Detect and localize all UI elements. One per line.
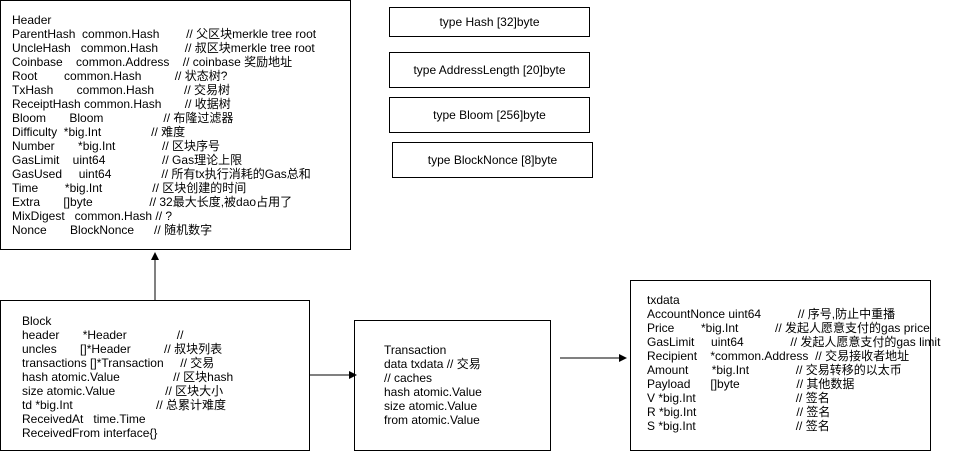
transaction-field-size: size atomic.Value (384, 399, 478, 413)
txdata-field-s: S *big.Int // 签名 (647, 419, 830, 433)
transaction-struct-box: Transaction data txdata // 交易 // caches … (354, 320, 551, 451)
txdata-field-payload: Payload []byte // 其他数据 (647, 377, 855, 391)
type-hash-label: type Hash [32]byte (439, 15, 540, 29)
txdata-struct-title: txdata (647, 293, 680, 307)
txdata-field-accountnonce: AccountNonce uint64 // 序号,防止中重播 (647, 307, 896, 321)
txdata-struct-box: txdata AccountNonce uint64 // 序号,防止中重播 P… (630, 280, 940, 451)
transaction-struct-text: Transaction data txdata // 交易 // caches … (384, 343, 482, 427)
block-field-receivedat: ReceivedAt time.Time (22, 412, 146, 426)
block-field-receivedfrom: ReceivedFrom interface{} (22, 426, 158, 440)
block-field-header: header *Header // (22, 328, 184, 342)
block-struct-title: Block (22, 314, 52, 328)
block-field-hash: hash atomic.Value // 区块hash (22, 370, 234, 384)
block-struct-text: Block header *Header // uncles []*Header… (22, 314, 233, 440)
type-bloom-label: type Bloom [256]byte (433, 108, 546, 122)
header-field-mixdigest: MixDigest common.Hash // ? (12, 209, 173, 223)
transaction-field-hash: hash atomic.Value (384, 385, 482, 399)
header-field-difficulty: Difficulty *big.Int // 难度 (12, 125, 186, 139)
type-addresslength-label: type AddressLength [20]byte (413, 63, 566, 77)
header-struct-box: Header ParentHash common.Hash // 父区块merk… (0, 0, 351, 250)
type-addresslength-box: type AddressLength [20]byte (389, 52, 590, 88)
header-field-receipthash: ReceiptHash common.Hash // 收据树 (12, 97, 231, 111)
transaction-field-data: data txdata // 交易 (384, 357, 481, 371)
header-field-time: Time *big.Int // 区块创建的时间 (12, 181, 247, 195)
header-field-unclehash: UncleHash common.Hash // 叔区块merkle tree … (12, 41, 315, 55)
block-struct-box: Block header *Header // uncles []*Header… (0, 300, 310, 451)
header-field-nonce: Nonce BlockNonce // 随机数字 (12, 223, 213, 237)
header-field-root: Root common.Hash // 状态树? (12, 69, 228, 83)
block-field-uncles: uncles []*Header // 叔块列表 (22, 342, 223, 356)
header-struct-text: Header ParentHash common.Hash // 父区块merk… (12, 13, 316, 237)
header-field-number: Number *big.Int // 区块序号 (12, 139, 221, 153)
header-field-gaslimit: GasLimit uint64 // Gas理论上限 (12, 153, 243, 167)
txdata-field-price: Price *big.Int // 发起人愿意支付的gas price (647, 321, 930, 335)
block-field-td: td *big.Int // 总累计难度 (22, 398, 227, 412)
txdata-field-r: R *big.Int // 签名 (647, 405, 831, 419)
txdata-field-v: V *big.Int // 签名 (647, 391, 830, 405)
type-hash-box: type Hash [32]byte (389, 7, 590, 37)
transaction-struct-title: Transaction (384, 343, 447, 357)
header-struct-title: Header (12, 13, 52, 27)
header-field-bloom: Bloom Bloom // 布隆过滤器 (12, 111, 234, 125)
transaction-field-from: from atomic.Value (384, 413, 480, 427)
header-field-gasused: GasUsed uint64 // 所有tx执行消耗的Gas总和 (12, 167, 311, 181)
txdata-struct-text: txdata AccountNonce uint64 // 序号,防止中重播 P… (647, 293, 940, 433)
header-field-extra: Extra []byte // 32最大长度,被dao占用了 (12, 195, 293, 209)
block-field-transactions: transactions []*Transaction // 交易 (22, 356, 215, 370)
header-field-txhash: TxHash common.Hash // 交易树 (12, 83, 231, 97)
txdata-field-amount: Amount *big.Int // 交易转移的以太币 (647, 363, 902, 377)
type-blocknonce-box: type BlockNonce [8]byte (392, 142, 593, 178)
txdata-field-gaslimit: GasLimit uint64 // 发起人愿意支付的gas limit (647, 335, 941, 349)
type-blocknonce-label: type BlockNonce [8]byte (427, 153, 558, 167)
header-field-coinbase: Coinbase common.Address // coinbase 奖励地址 (12, 55, 293, 69)
block-field-size: size atomic.Value // 区块大小 (22, 384, 224, 398)
txdata-field-recipient: Recipient *common.Address // 交易接收者地址 (647, 349, 910, 363)
transaction-comment-caches: // caches (384, 371, 433, 385)
type-bloom-box: type Bloom [256]byte (389, 97, 590, 133)
header-field-parenthash: ParentHash common.Hash // 父区块merkle tree… (12, 27, 317, 41)
